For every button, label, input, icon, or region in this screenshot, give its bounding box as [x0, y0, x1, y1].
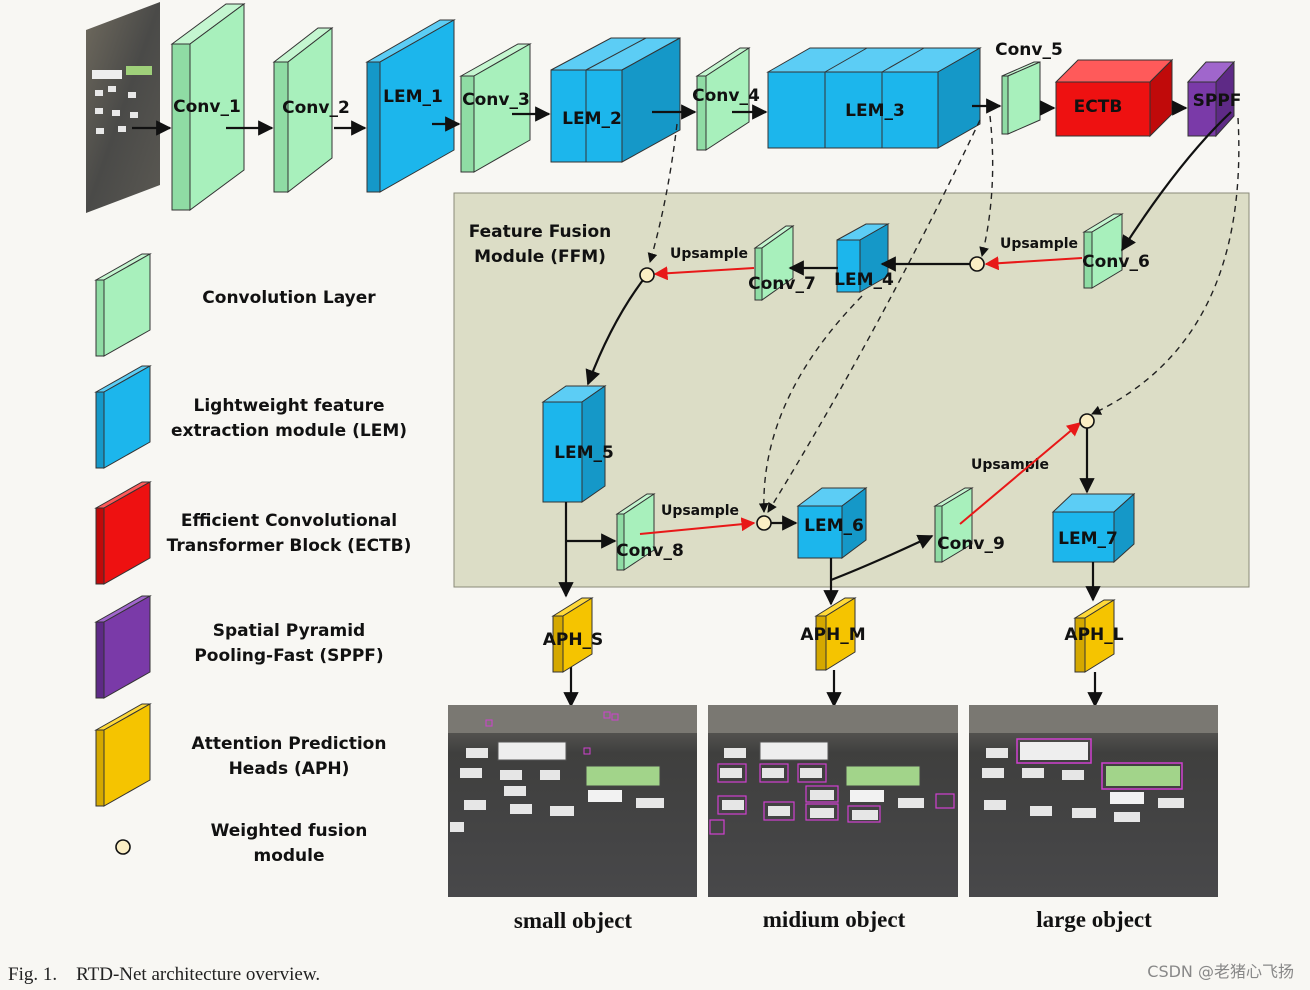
upsample-label-4: Upsample — [971, 457, 1049, 473]
ffm-title-line2: Module (FFM) — [474, 247, 606, 267]
lem1-label: LEM_1 — [383, 87, 443, 107]
upsample-label-1: Upsample — [1000, 236, 1078, 252]
conv8-block — [615, 493, 656, 571]
conv8-label: Conv_8 — [616, 541, 684, 561]
figure-caption: Fig. 1. RTD-Net architecture overview. — [8, 964, 320, 985]
ffm-title-line1: Feature Fusion — [469, 222, 612, 242]
legend-ectb-label-2: Transformer Block (ECTB) — [167, 536, 412, 556]
upsample-arrows — [639, 256, 1083, 535]
output-image-large — [969, 705, 1218, 897]
conv2-block — [272, 26, 334, 194]
legend-sppf-swatch — [94, 595, 152, 699]
output-image-small — [448, 705, 697, 897]
aph-s-label: APH_S — [543, 630, 604, 650]
upsample-label-2: Upsample — [670, 246, 748, 262]
legend-conv-label: Convolution Layer — [202, 288, 376, 308]
input-image — [86, 2, 160, 213]
output-caption-large: large object — [1036, 907, 1152, 932]
output-caption-small: small object — [514, 908, 633, 933]
output-image-medium — [708, 705, 958, 897]
sppf-block — [1186, 60, 1236, 138]
legend-fusion-label-1: Weighted fusion — [211, 821, 368, 841]
legend-aph-swatch — [94, 703, 152, 807]
conv3-block — [459, 43, 532, 173]
legend-lem-swatch — [94, 365, 152, 469]
output-caption-medium: midium object — [763, 907, 906, 932]
conv7-label: Conv_7 — [748, 274, 816, 294]
conv6-label: Conv_6 — [1082, 252, 1150, 272]
lem3-label: LEM_3 — [845, 101, 905, 121]
aph-m-block — [814, 597, 857, 671]
sppf-label: SPPF — [1193, 91, 1242, 111]
conv5-block — [1001, 61, 1041, 135]
lem4-block — [836, 223, 890, 293]
conv4-block — [695, 47, 751, 151]
legend-aph-label-2: Heads (APH) — [229, 759, 350, 779]
lem5-block — [541, 385, 607, 503]
conv9-block — [933, 487, 974, 563]
legend-sppf-label-2: Pooling-Fast (SPPF) — [194, 646, 383, 666]
watermark: CSDN @老猪心飞扬 — [1147, 962, 1294, 981]
upsample-label-3: Upsample — [661, 503, 739, 519]
aph-l-block — [1073, 599, 1116, 673]
conv5-label: Conv_5 — [995, 40, 1063, 60]
legend-sppf-label-1: Spatial Pyramid — [213, 621, 365, 641]
lem7-label: LEM_7 — [1058, 529, 1118, 549]
legend-lem-label-2: extraction module (LEM) — [171, 421, 407, 441]
legend-fusion-swatch — [115, 839, 131, 855]
conv4-label: Conv_4 — [692, 86, 760, 106]
ectb-block — [1054, 58, 1174, 138]
lem6-label: LEM_6 — [804, 516, 864, 536]
lem4-label: LEM_4 — [834, 270, 894, 290]
lem2-block — [550, 37, 681, 163]
aph-l-label: APH_L — [1064, 625, 1123, 645]
lem5-label: LEM_5 — [554, 443, 614, 463]
conv1-block — [170, 3, 246, 211]
conv1-label: Conv_1 — [173, 97, 241, 117]
weighted-fusion-nodes — [639, 256, 1095, 531]
conv2-label: Conv_2 — [282, 98, 350, 118]
aph-s-block — [551, 597, 594, 673]
ectb-label: ECTB — [1074, 97, 1123, 117]
dashed-skip-connections — [647, 115, 1240, 513]
legend-aph-label-1: Attention Prediction — [192, 734, 387, 754]
legend-conv-swatch — [94, 253, 152, 357]
backbone-arrows — [132, 98, 1188, 136]
lem2-label: LEM_2 — [562, 109, 622, 129]
legend-ectb-label-1: Efficient Convolutional — [181, 511, 397, 531]
legend: Convolution Layer Lightweight feature ex… — [94, 253, 412, 866]
legend-fusion-label-2: module — [253, 846, 324, 866]
lem6-block — [796, 487, 868, 559]
conv9-label: Conv_9 — [937, 534, 1005, 554]
lem3-block — [766, 47, 982, 149]
lem7-block — [1051, 492, 1136, 564]
conv3-label: Conv_3 — [462, 90, 530, 110]
conv6-block — [1082, 213, 1124, 289]
legend-lem-label-1: Lightweight feature — [194, 396, 385, 416]
ffm-arrows — [558, 111, 1232, 708]
legend-ectb-swatch — [94, 481, 152, 585]
lem1-block — [365, 19, 456, 193]
conv7-block — [753, 225, 795, 301]
aph-m-label: APH_M — [800, 625, 865, 645]
